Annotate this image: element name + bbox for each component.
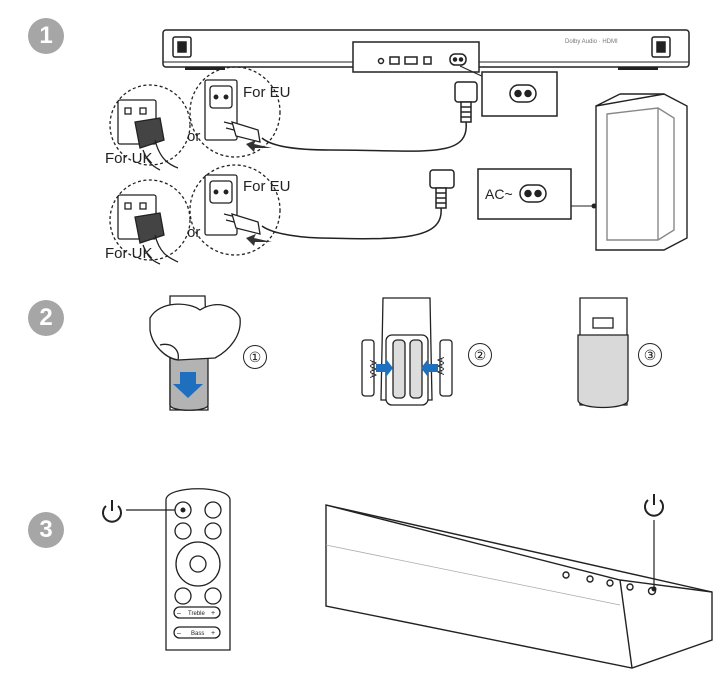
remote-open-cover	[149, 295, 241, 411]
soundbar-front	[325, 504, 713, 669]
uk-label-bottom: For UK	[105, 245, 153, 262]
remote-treble-minus: –	[177, 610, 181, 617]
insert-arrow-eu-top	[246, 140, 272, 152]
remote-treble-label: Treble	[188, 611, 205, 617]
eu-label-top: For EU	[243, 84, 291, 101]
battery-label-right: AAA	[436, 357, 446, 375]
or-label-bottom: or	[187, 224, 201, 241]
blue-arrow-icon-left	[376, 359, 393, 377]
uk-label-top: For UK	[105, 150, 153, 167]
power-icon-remote	[102, 500, 122, 523]
uk-wall-socket-top	[109, 84, 191, 171]
remote-treble-plus: +	[211, 610, 215, 617]
step-badge-2: 2	[28, 300, 64, 336]
power-icon-soundbar	[644, 494, 664, 517]
step-badge-3: 3	[28, 512, 64, 548]
substep-1: ①	[243, 345, 267, 369]
or-label-top: or	[187, 128, 201, 145]
ac-plug-bottom	[429, 169, 455, 209]
blue-arrow-icon-right	[421, 359, 438, 377]
battery-label-left: AAA	[368, 360, 378, 378]
uk-wall-socket-bottom	[109, 179, 191, 265]
ac-label: AC~	[485, 186, 513, 202]
blue-arrow-icon	[173, 372, 203, 398]
remote-insert-batteries	[361, 297, 453, 406]
remote-bass-minus: –	[177, 630, 181, 637]
remote-close-cover	[577, 297, 629, 409]
substep-3: ③	[638, 343, 662, 367]
subwoofer	[595, 93, 688, 251]
remote-control	[165, 488, 231, 651]
eu-wall-socket-top	[189, 66, 281, 158]
soundbar-brand-text: Dolby Audio · HDMI	[565, 39, 618, 45]
step-badge-1: 1	[28, 18, 64, 54]
ac-socket-callout-bottom	[477, 168, 572, 220]
insert-arrow-eu-bottom	[246, 234, 272, 246]
power-cable-top	[261, 121, 467, 152]
remote-bass-label: Bass	[191, 631, 204, 637]
eu-wall-socket-bottom	[189, 164, 281, 256]
remote-bass-plus: +	[211, 630, 215, 637]
soundbar-rear	[162, 29, 690, 73]
ac-socket-callout-top	[481, 71, 558, 117]
substep-2: ②	[468, 343, 492, 367]
ac-plug-top	[454, 81, 478, 123]
eu-label-bottom: For EU	[243, 178, 291, 195]
power-cable-bottom	[261, 207, 442, 240]
